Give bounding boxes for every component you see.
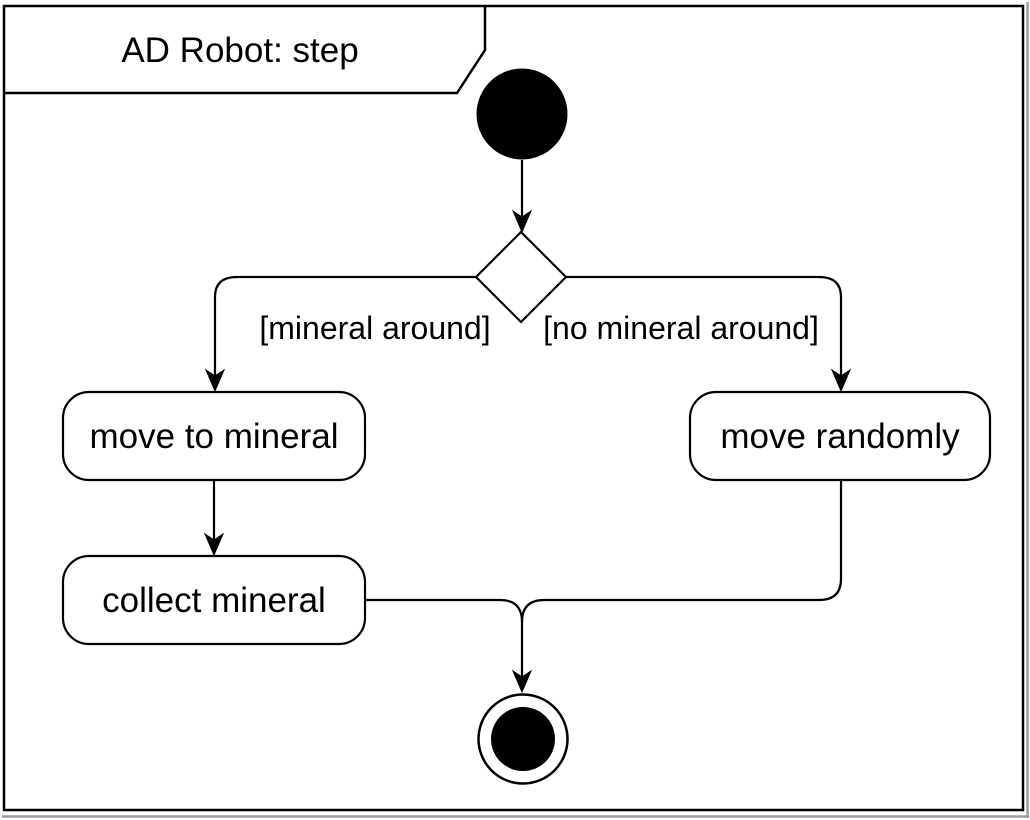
arrowhead-icon — [511, 209, 533, 234]
arrowhead-icon — [203, 532, 225, 557]
action-collect-mineral-label: collect mineral — [102, 581, 326, 620]
action-move-to-mineral-label: move to mineral — [90, 417, 339, 456]
edge-decision-to-move-to-mineral — [213, 275, 476, 376]
guard-no-mineral-around: [no mineral around] — [543, 310, 819, 346]
action-move-randomly-label: move randomly — [720, 417, 960, 456]
decision-node — [474, 230, 568, 324]
activity-frame — [2, 4, 1025, 812]
arrowhead-icon — [511, 669, 533, 694]
initial-node — [476, 68, 568, 160]
arrowhead-icon — [830, 368, 852, 393]
edge-move-randomly-to-final — [520, 480, 843, 623]
frame-title-tab — [4, 6, 487, 95]
frame-title: AD Robot: step — [121, 31, 358, 70]
guard-mineral-around: [mineral around] — [259, 310, 490, 346]
edge-decision-to-move-randomly — [566, 275, 843, 376]
arrowhead-icon — [204, 368, 226, 393]
final-node — [491, 707, 555, 771]
edge-collect-mineral-to-final — [365, 598, 524, 678]
